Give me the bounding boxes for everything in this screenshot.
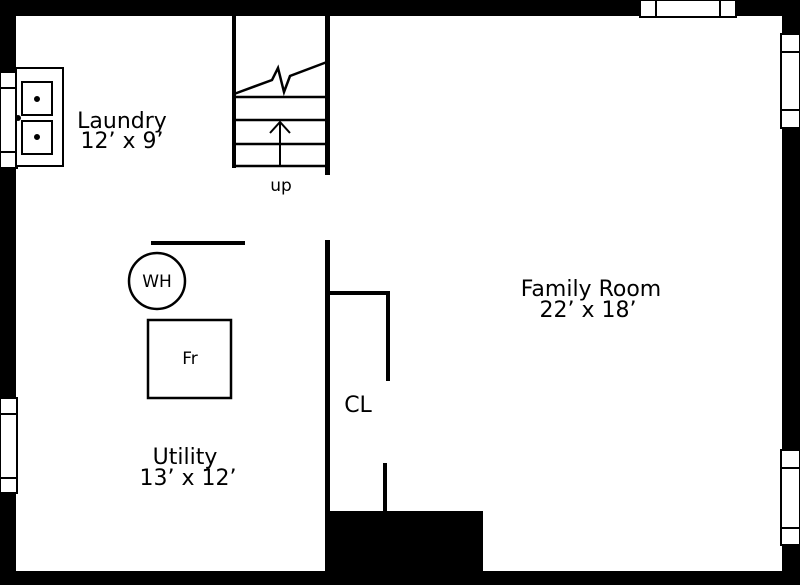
water-heater: WH bbox=[127, 251, 187, 311]
wall-partition-upper bbox=[326, 0, 330, 175]
window-top bbox=[639, 0, 737, 18]
wall-fragment-utility bbox=[151, 241, 245, 245]
stair-break-line bbox=[233, 60, 328, 97]
room-laundry: Laundry 12’ x 9’ bbox=[77, 109, 167, 154]
window-left-upper bbox=[0, 71, 18, 169]
room-utility-dims: 13’ x 12’ bbox=[140, 466, 237, 491]
room-utility-name: Utility bbox=[153, 445, 218, 470]
wall-right bbox=[782, 0, 800, 585]
closet-side-wall-upper bbox=[386, 291, 390, 381]
furnace: Fr bbox=[146, 318, 233, 400]
closet-side-wall-lower bbox=[383, 463, 387, 516]
wall-partition-lower bbox=[325, 240, 330, 575]
interior-walls bbox=[151, 0, 483, 575]
wall-bottom bbox=[0, 571, 800, 585]
laundry-sink bbox=[15, 67, 64, 167]
room-family-name: Family Room bbox=[521, 277, 661, 302]
wall-top bbox=[0, 0, 800, 16]
room-laundry-name: Laundry bbox=[77, 109, 167, 134]
solid-block bbox=[327, 511, 483, 575]
room-family: Family Room 22’ x 18’ bbox=[521, 277, 661, 323]
window-right-lower bbox=[780, 449, 800, 546]
closet-label: CL bbox=[344, 393, 372, 418]
stairs-up-label: up bbox=[270, 176, 292, 196]
window-right-upper bbox=[780, 33, 800, 129]
room-utility: Utility 13’ x 12’ bbox=[140, 445, 237, 491]
window-left-lower bbox=[0, 397, 18, 494]
room-laundry-dims: 12’ x 9’ bbox=[81, 129, 164, 154]
water-heater-label: WH bbox=[142, 272, 172, 292]
room-family-dims: 22’ x 18’ bbox=[540, 298, 637, 323]
closet-top-wall bbox=[327, 291, 390, 295]
furnace-label: Fr bbox=[182, 349, 198, 369]
